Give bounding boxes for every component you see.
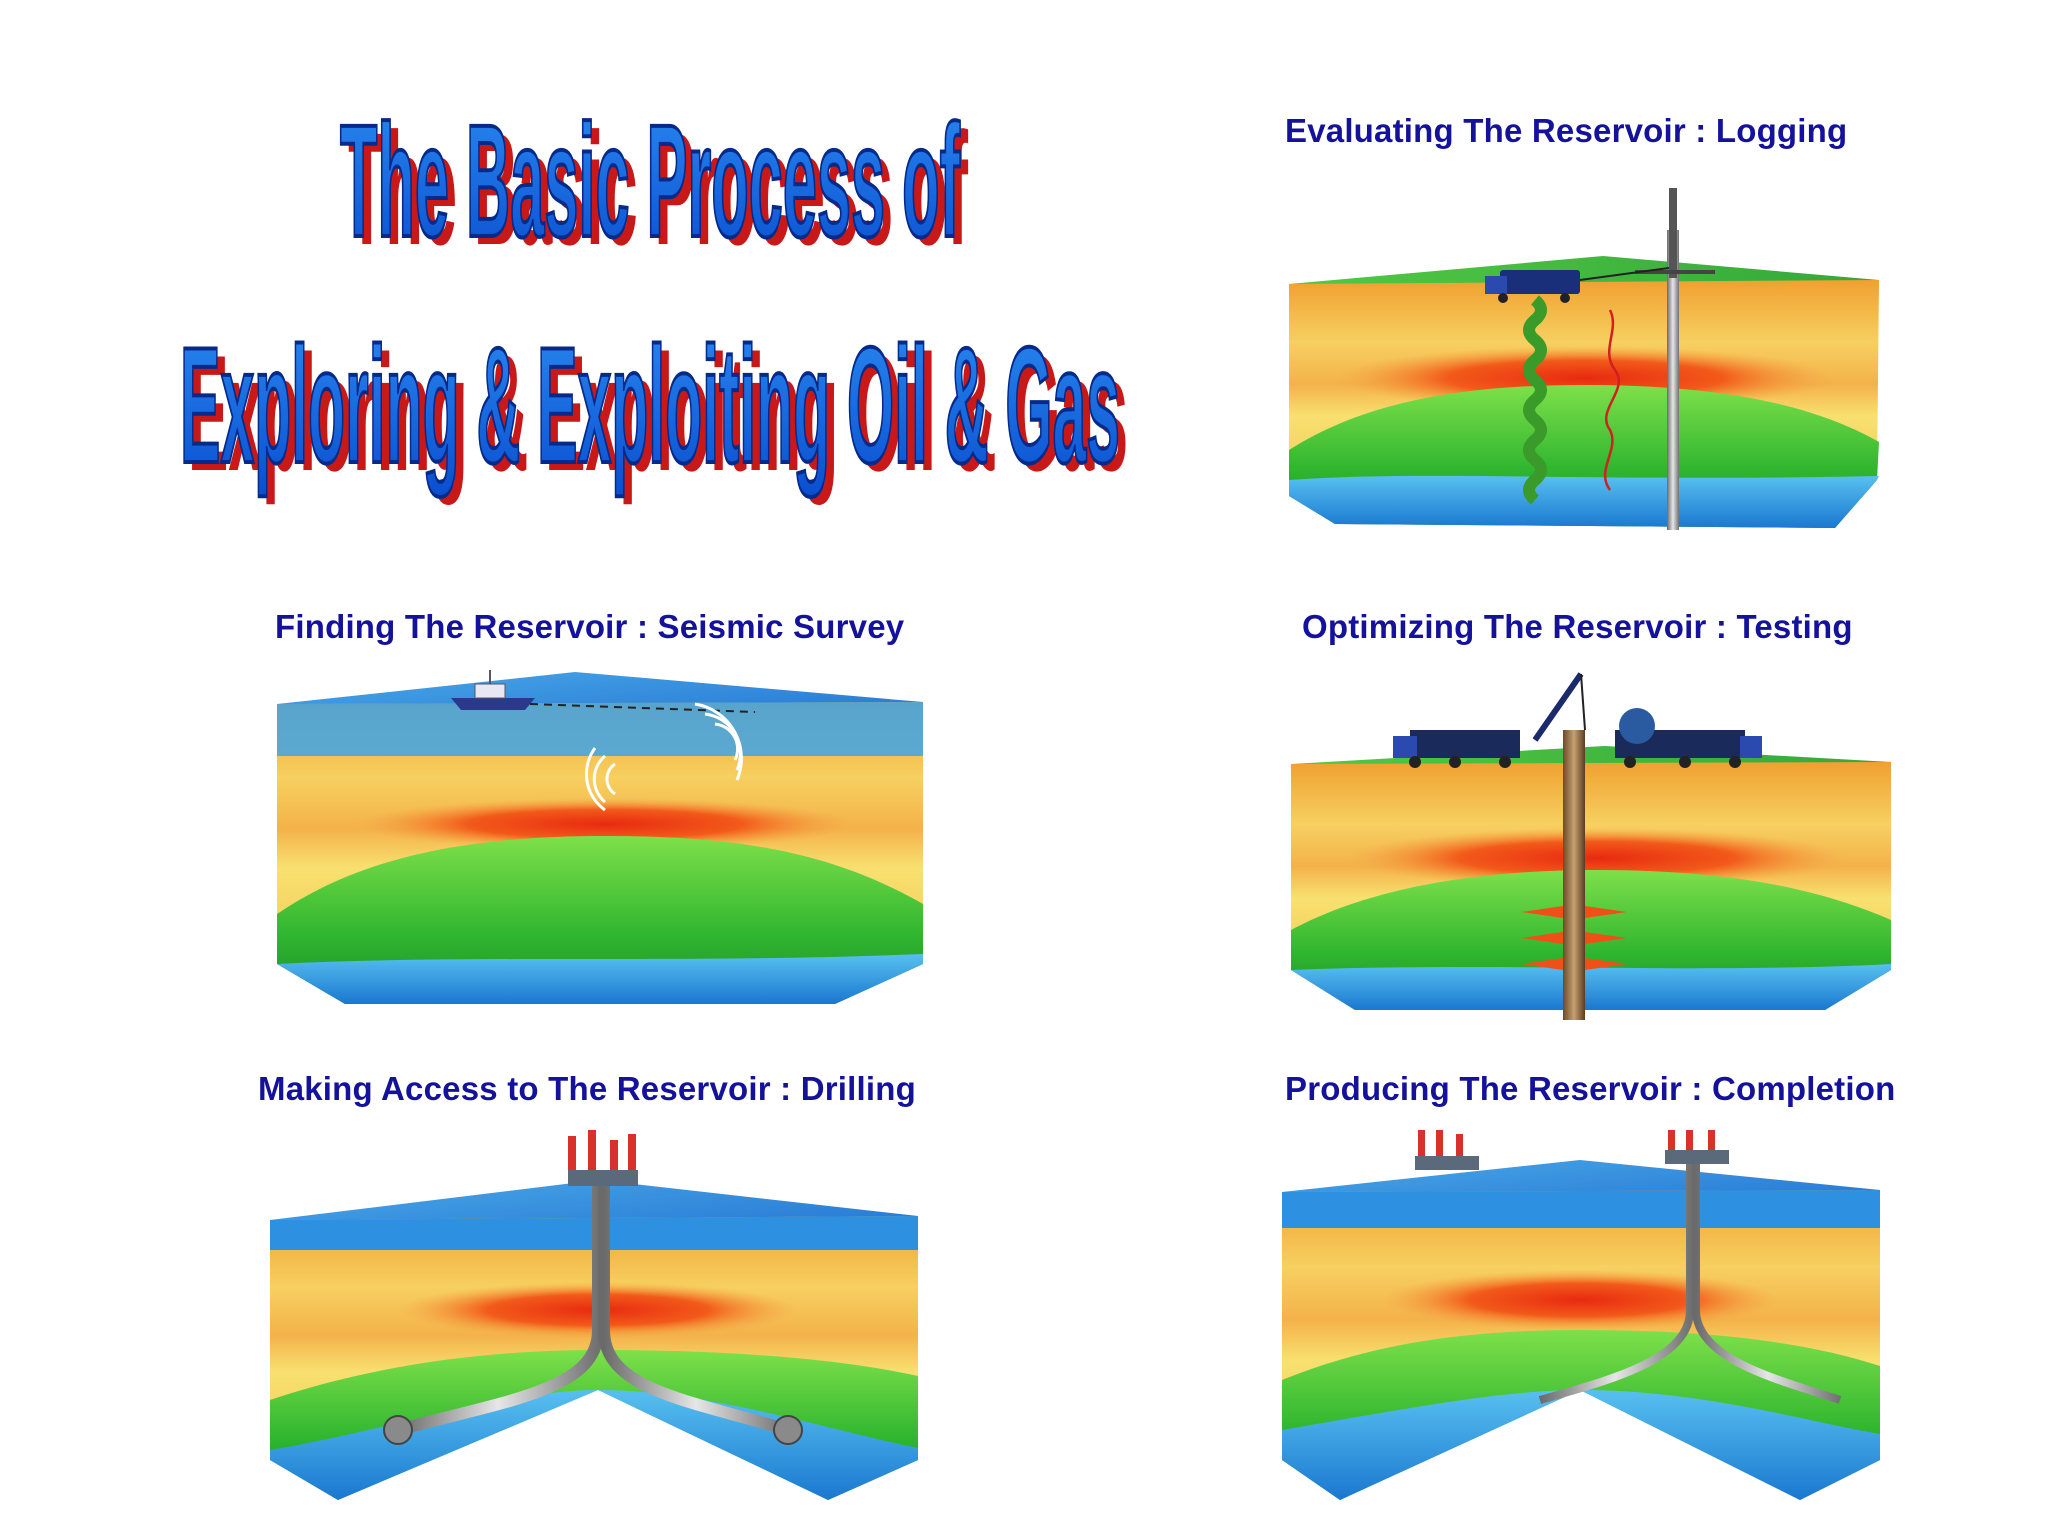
streamer-cable [529,703,756,713]
reservoir-zone [355,798,855,850]
log-trace-green [1523,295,1547,505]
caption-seismic: Finding The Reservoir : Seismic Survey [275,608,905,645]
logging-diagram [1285,180,1885,540]
caption-drilling: Making Access to The Reservoir : Drillin… [258,1070,916,1107]
base-layer [277,954,923,1004]
caption-logging: Evaluating The Reservoir : Logging [1285,112,1848,149]
crane [1532,672,1586,742]
base-layer [1289,475,1879,528]
title-line2: Exploring & Exploiting Oil & Gas [180,313,1120,497]
reservoir-zone [1380,1270,1780,1330]
logging-truck [1485,270,1580,303]
deviated-well-right [1692,1164,1842,1404]
well-casing [1563,730,1585,1020]
seismic-waves [584,702,743,812]
drill-bit-left [383,1415,413,1445]
seismic-diagram [275,664,935,1014]
logging-mast [1669,188,1677,278]
caption-testing: Optimizing The Reservoir : Testing [1302,608,1853,645]
water-column [1282,1190,1880,1228]
borehole [1667,230,1679,530]
testing-diagram [1285,670,1905,1020]
drill-path-left [396,1186,604,1436]
offshore-platform [568,1130,638,1186]
caption-completion: Producing The Reservoir : Completion [1285,1070,1896,1107]
base-layer [1282,1390,1880,1500]
title-line1: The Basic Process of [340,91,960,270]
base-layer [1291,964,1891,1010]
title-line1-shadow: The Basic Process of [348,99,968,278]
reservoir-zone [1347,828,1847,888]
drill-path-right [598,1186,790,1436]
title-line2-shadow: Exploring & Exploiting Oil & Gas [188,321,1128,505]
drill-bit-right [773,1415,803,1445]
water-column [277,702,923,756]
main-title: The Basic Process of The Basic Process o… [178,89,1128,505]
log-trace-red [1603,309,1621,491]
perforations [1521,906,1627,970]
platform-right [1665,1130,1729,1164]
platform-left [1415,1130,1479,1170]
deviated-well-left [1538,1164,1694,1404]
completion-diagram [1280,1130,1880,1510]
test-truck-right [1615,708,1762,768]
survey-ship [451,670,535,710]
drilling-diagram [268,1130,928,1510]
test-truck-left [1393,730,1520,768]
